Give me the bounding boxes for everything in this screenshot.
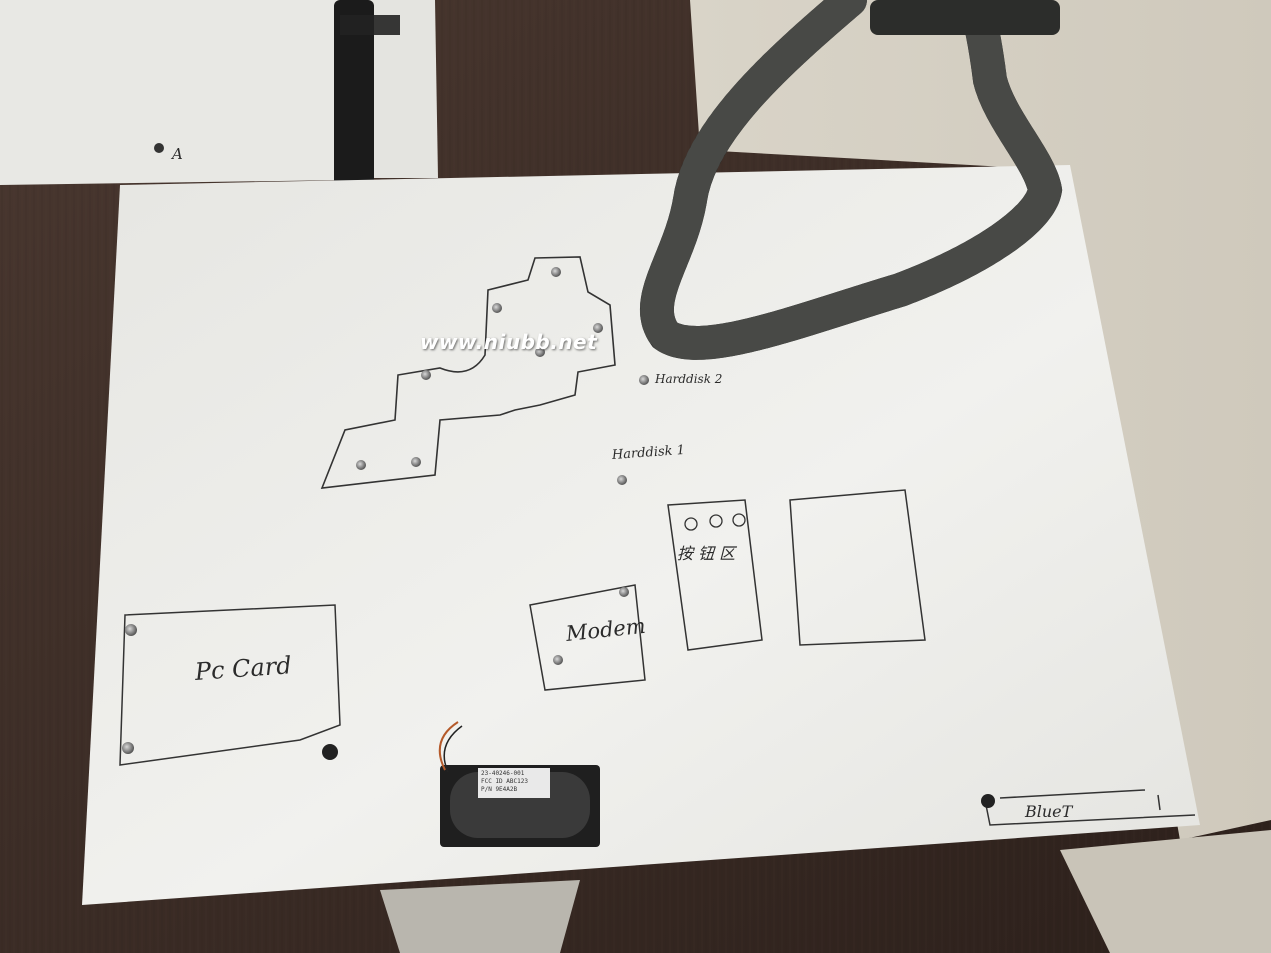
harddisk-2-label: Harddisk 2 [655, 372, 723, 386]
watermark-text: www.niubb.net [420, 330, 598, 354]
drawn-modem-outline [529, 584, 646, 691]
pc-card-screw [322, 744, 338, 760]
sheet-a-label: A [172, 145, 183, 163]
board-screws [154, 143, 649, 485]
modem-screw [619, 587, 629, 597]
pc-card-screw [125, 624, 137, 636]
pc-card-screw [122, 742, 134, 754]
drawn-bluetooth-outline [984, 789, 1196, 826]
panel-circle [684, 517, 698, 531]
drawn-board-outline [320, 256, 616, 489]
drawn-button-panel [667, 499, 763, 651]
main-paper-sheet [82, 165, 1200, 905]
bluetooth-screw [981, 794, 995, 808]
panel-circle [709, 514, 723, 528]
paper-sheet-top-left [0, 0, 345, 185]
speaker-module [438, 721, 600, 847]
phone-base [870, 0, 1060, 35]
module-label-line-3: P/N 9E4A2B [481, 786, 518, 793]
binder-clip-arm [340, 15, 400, 35]
modem-screw [553, 655, 563, 665]
coiled-phone-cord [639, 0, 1063, 360]
module-label-line-2: FCC ID ABC123 [481, 778, 528, 785]
light-desk-top-right [690, 0, 1271, 840]
button-panel-characters: 按 钮 区 [677, 544, 736, 563]
light-desk-bottom [1060, 830, 1271, 953]
module-label-line-1: 23-40246-001 [481, 770, 525, 777]
panel-circle [732, 513, 746, 527]
drawn-empty-rectangle [789, 489, 926, 646]
bluetooth-label: BlueT [1025, 802, 1073, 821]
desk-gray-bottom [380, 880, 580, 953]
paper-sheet-top-middle [365, 0, 438, 178]
binder-clip [334, 0, 374, 190]
speaker-module-label: 23-40246-001 FCC ID ABC123 P/N 9E4A2B [481, 770, 549, 794]
drawn-pc-card-outline [119, 604, 341, 766]
